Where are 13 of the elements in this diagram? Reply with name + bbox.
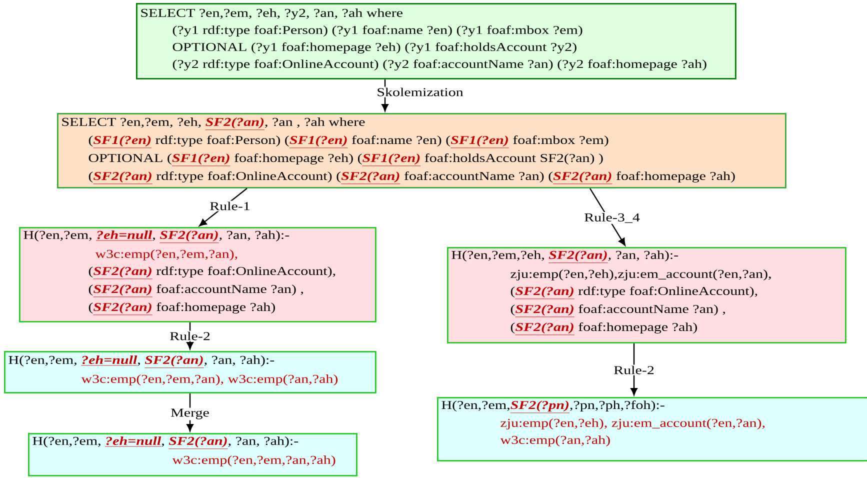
edge-label: Rule-2 [170,332,210,340]
edge-label: Rule-1 [210,202,250,210]
rule-box: H(?en,?em,SF2(?pn),?pn,?ph,?foh):- zju:emp(?en,?eh), zju:em_account(?en,?an), w3c:emp(?an,?ah) [437,397,867,462]
arrow [630,343,638,396]
arrow [186,393,194,432]
edge-label: Rule-3_4 [584,213,640,223]
arrow [199,188,248,226]
arrow [186,322,194,350]
arrow [382,79,388,112]
edge-label: Merge [171,408,209,420]
edge-label: Rule-2 [614,366,654,374]
edge-label: Skolemization [378,88,464,96]
arrow [590,188,626,246]
